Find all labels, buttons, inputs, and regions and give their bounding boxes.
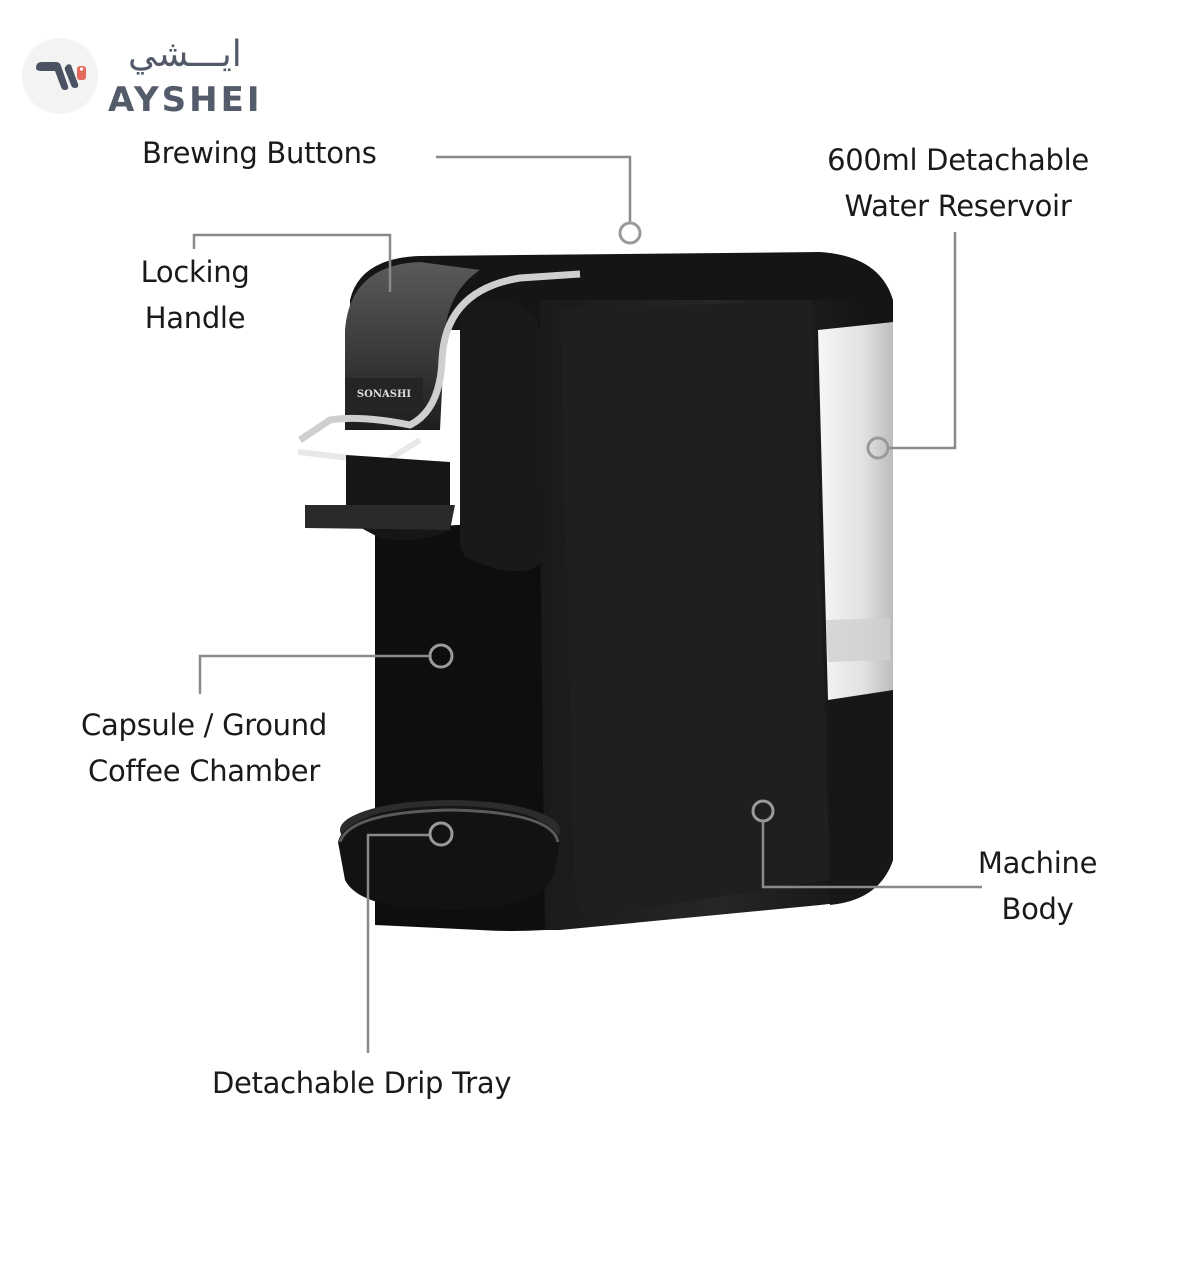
leader-locking-handle xyxy=(192,233,392,292)
callout-coffee-chamber: Capsule / Ground Coffee Chamber xyxy=(81,708,327,788)
callout-locking-handle: Locking Handle xyxy=(140,255,250,335)
leader-water-reservoir xyxy=(866,232,957,460)
leader-machine-body xyxy=(751,799,982,889)
logo-mark-icon xyxy=(36,62,86,90)
leader-coffee-chamber xyxy=(198,643,454,694)
brand-logo: ايـــشي AYSHEI xyxy=(22,34,272,122)
logo-badge xyxy=(22,38,98,114)
callout-brewing-buttons: Brewing Buttons xyxy=(142,136,377,170)
svg-text:SONASHI: SONASHI xyxy=(357,389,412,400)
callout-drip-tray: Detachable Drip Tray xyxy=(212,1066,512,1100)
callout-machine-body: Machine Body xyxy=(977,846,1098,926)
brand-latin-name: AYSHEI xyxy=(108,80,263,120)
leader-drip-tray xyxy=(366,821,454,1053)
callout-water-reservoir: 600ml Detachable Water Reservoir xyxy=(827,143,1089,223)
machine-body-shape: SONASHI xyxy=(297,252,893,931)
leader-brewing-buttons xyxy=(436,155,642,245)
brand-arabic-name: ايـــشي xyxy=(128,34,242,75)
